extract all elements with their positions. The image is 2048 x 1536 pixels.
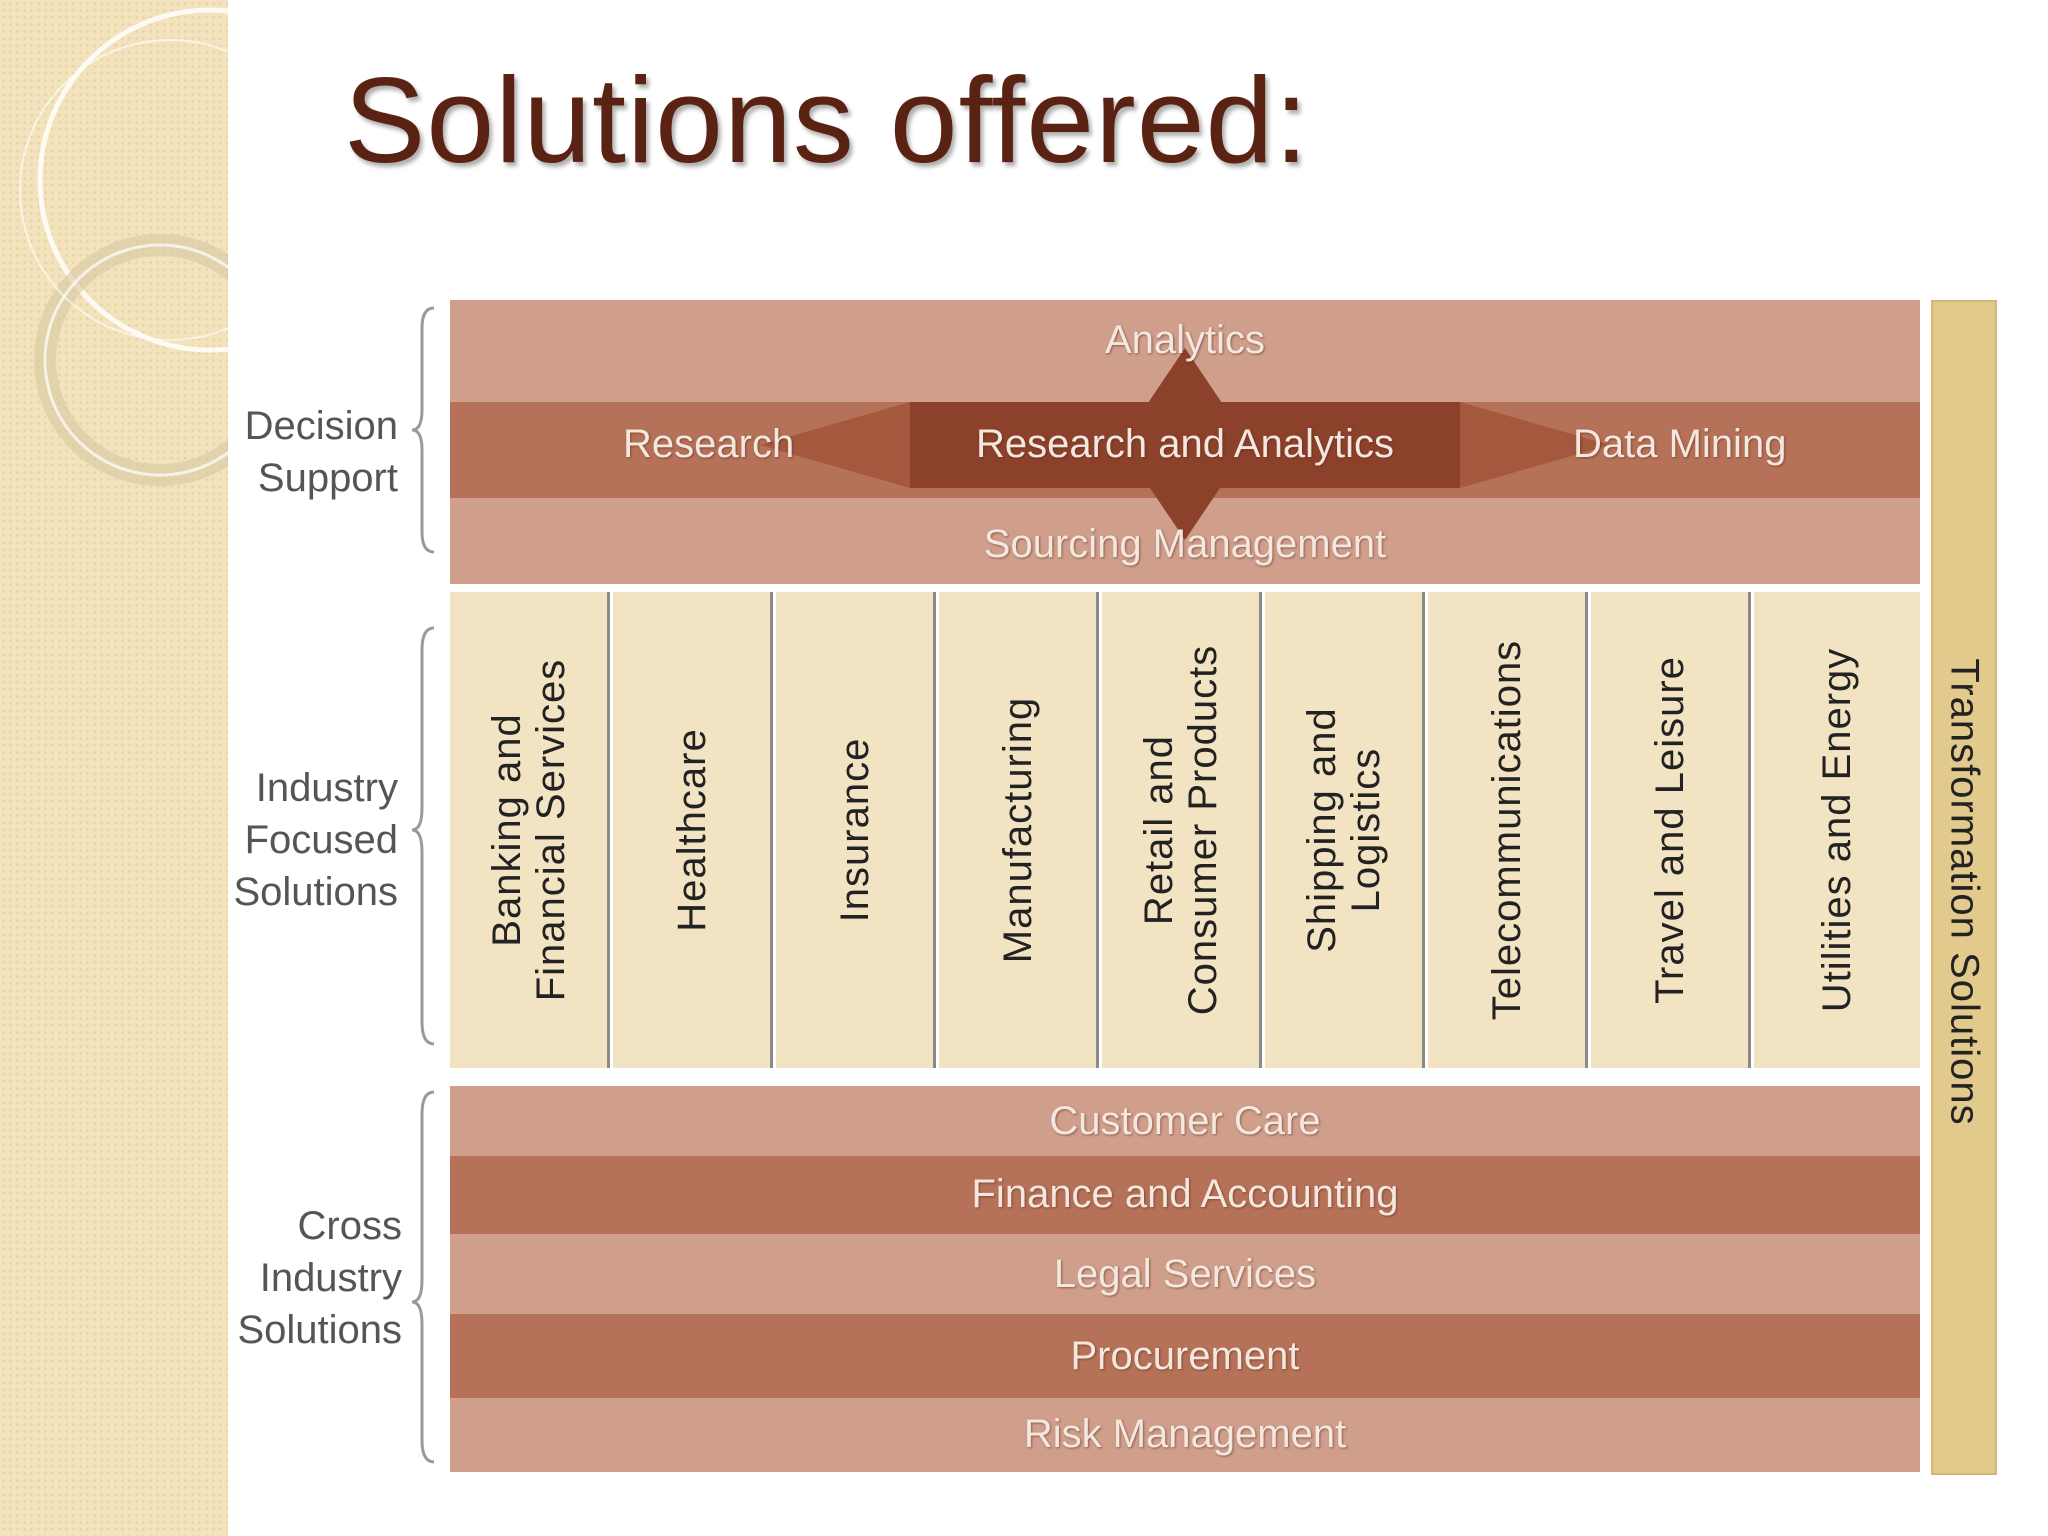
cross-industry-brace [411, 1090, 435, 1464]
group-label-line: Cross [297, 1204, 402, 1248]
group-braces [411, 306, 435, 1464]
group-label-line: Industry [259, 1256, 402, 1300]
right-arrow [1460, 402, 1610, 488]
analytics-label: Analytics [1104, 318, 1266, 362]
down-arrow [1146, 482, 1224, 540]
transformation-solutions-label: Transformation Solutions [1942, 658, 1987, 1126]
customer-care-label: Customer Care [1049, 1099, 1321, 1143]
industry-column-healthcare: Healthcare [613, 592, 773, 1068]
column-label: Telecommunications [1484, 639, 1529, 1021]
hub-box [910, 402, 1460, 488]
column-label: Utilities and Energy [1815, 647, 1859, 1013]
decorative-side-panel [0, 0, 228, 1536]
industry-column-telecommunications: Telecommunications [1428, 592, 1588, 1068]
cross-industry-label: Cross Industry Solutions [237, 1200, 402, 1356]
up-arrow [1146, 348, 1224, 406]
industry-column-insurance: Insurance [776, 592, 936, 1068]
decision-support-label: Decision Support [245, 400, 398, 504]
industry-column-utilities: Utilities and Energy [1754, 592, 1920, 1068]
group-label-line: Decision [244, 404, 398, 448]
solutions-diagram: Decision Support Industry Focused Soluti… [228, 280, 2018, 1490]
industry-column-travel: Travel and Leisure [1591, 592, 1751, 1068]
legal-label: Legal Services [1053, 1252, 1317, 1296]
data-mining-label: Data Mining [1573, 422, 1787, 466]
procurement-band: Procurement [450, 1314, 1920, 1398]
risk-band: Risk Management [450, 1398, 1920, 1472]
sourcing-management-label: Sourcing Management [983, 522, 1387, 566]
group-label-line: Solutions [237, 1308, 402, 1352]
customer-care-band: Customer Care [450, 1086, 1920, 1156]
finance-label: Finance and Accounting [971, 1172, 1399, 1216]
column-label: Manufacturing [995, 696, 1040, 964]
decorative-circles [19, 7, 228, 486]
column-label: Travel and Leisure [1647, 656, 1692, 1004]
risk-label: Risk Management [1023, 1412, 1347, 1456]
group-label-line: Industry [255, 766, 398, 810]
column-label: Insurance [832, 737, 877, 923]
slide-title: Solutions offered: [344, 52, 1310, 188]
industry-column-manufacturing: Manufacturing [939, 592, 1099, 1068]
research-and-analytics-label: Research and Analytics [975, 422, 1394, 466]
research-analytics-hub-arrows [760, 348, 1610, 540]
industry-focused-label: Industry Focused Solutions [233, 762, 398, 918]
procurement-label: Procurement [1070, 1334, 1300, 1378]
research-label: Research [623, 422, 795, 466]
left-arrow [760, 402, 910, 488]
decision-support-brace [411, 306, 435, 554]
column-label: Healthcare [669, 728, 714, 932]
industry-brace [411, 626, 435, 1046]
transformation-solutions-bar: Transformation Solutions [1931, 300, 1997, 1475]
finance-band: Finance and Accounting [450, 1156, 1920, 1234]
group-label-line: Focused [244, 818, 398, 862]
legal-band: Legal Services [450, 1234, 1920, 1314]
group-label-line: Solutions [233, 870, 398, 914]
group-label-line: Support [257, 456, 398, 500]
